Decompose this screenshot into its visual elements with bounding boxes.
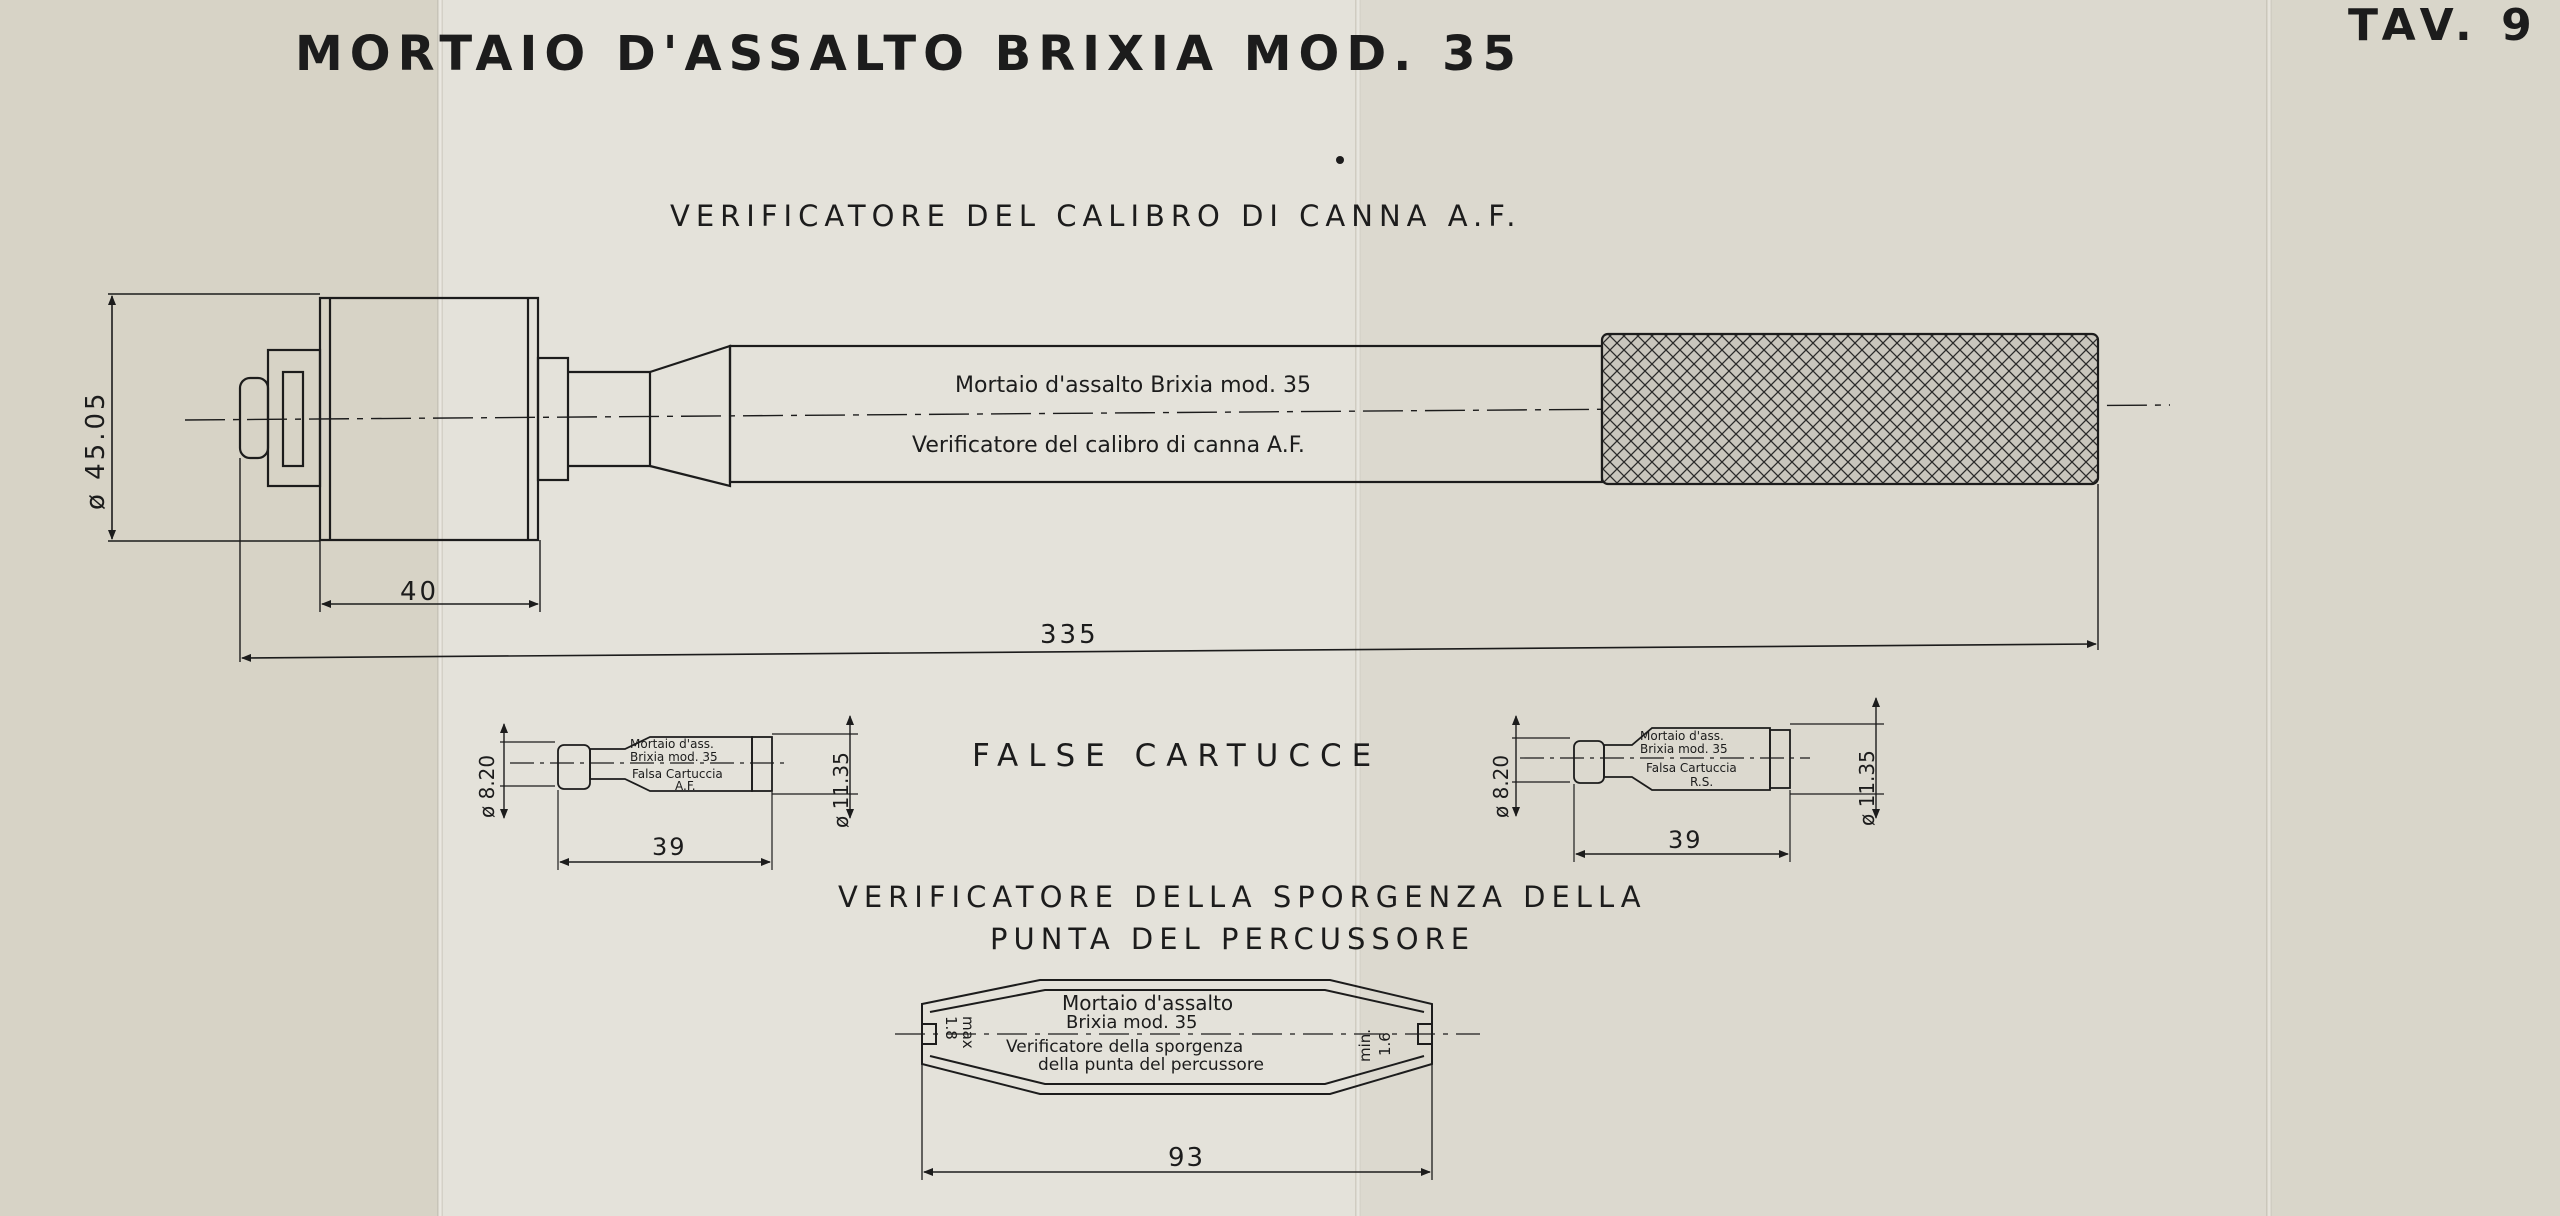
right-cartridge-engraving-line4: R.S. [1690, 775, 1713, 789]
barrel-gauge-engraving-line1: Mortaio d'assalto Brixia mod. 35 [955, 373, 1311, 398]
barrel-gauge-engraving-line2: Verificatore del calibro di canna A.F. [912, 433, 1305, 458]
left-cartridge-length: 39 [652, 833, 687, 861]
firing-pin-engraving-line3: Verificatore della sporgenza [1006, 1037, 1243, 1057]
firing-pin-engraving-line2: Brixia mod. 35 [1066, 1012, 1197, 1033]
paper-fold [2266, 0, 2272, 1216]
min-value: 1.6 [1376, 1032, 1394, 1056]
right-cartridge-engraving-line3: Falsa Cartuccia [1646, 761, 1737, 775]
left-cartridge-engraving-line3: Falsa Cartuccia [632, 767, 723, 781]
firing-pin-engraving-line4: della punta del percussore [1038, 1055, 1264, 1075]
right-cartridge-engraving-line1: Mortaio d'ass. [1640, 729, 1724, 743]
paper-fold [1355, 0, 1361, 1216]
barrel-gauge-drawing [108, 293, 2171, 662]
gauge-neck [568, 370, 652, 468]
right-cartridge-length: 39 [1668, 826, 1703, 854]
barrel-gauge-caption: VERIFICATORE DEL CALIBRO DI CANNA A.F. [670, 199, 1522, 233]
paper-panel [440, 0, 1360, 1216]
ink-dot [1336, 156, 1344, 164]
gauge-slot [281, 370, 305, 468]
dummy-cartridge-right [1512, 697, 1884, 862]
firing-pin-gauge-caption-line2: PUNTA DEL PERCUSSORE [990, 922, 1476, 956]
dummy-cartridges-caption: FALSE CARTUCCE [972, 738, 1382, 774]
dummy-cartridge-left [500, 715, 858, 870]
gauge-end-knob [238, 376, 270, 460]
left-cartridge-engraving-line1: Mortaio d'ass. [630, 737, 714, 751]
gauge-collar [536, 356, 570, 482]
knurled-grip [1600, 332, 2100, 486]
paper-fold [437, 0, 443, 1216]
head-length-label: 40 [400, 577, 439, 607]
firing-pin-length-label: 93 [1168, 1143, 1205, 1173]
gauge-shaft [728, 344, 1604, 484]
min-label: min. [1356, 1029, 1374, 1062]
max-label: max [959, 1016, 977, 1049]
gauge-head-body [318, 296, 540, 542]
firing-pin-gauge-caption-line1: VERIFICATORE DELLA SPORGENZA DELLA [838, 880, 1647, 914]
left-cartridge-large-diameter: ø 11.35 [829, 752, 853, 828]
paper-panel [0, 0, 440, 1216]
right-cartridge-large-diameter: ø 11.35 [1855, 750, 1879, 826]
centerline [184, 404, 2171, 421]
paper-panel [1360, 0, 2270, 1216]
firing-pin-gauge-drawing [895, 979, 1480, 1180]
firing-pin-engraving-line1: Mortaio d'assalto [1062, 991, 1233, 1015]
left-cartridge-small-diameter: ø 8.20 [475, 755, 499, 818]
paper-panel [2270, 0, 2560, 1216]
barrel-diameter-label: ø 45.05 [81, 390, 111, 510]
right-cartridge-small-diameter: ø 8.20 [1489, 755, 1513, 818]
max-value: 1.8 [942, 1016, 960, 1040]
total-length-label: 335 [1040, 620, 1099, 650]
sheet-number: TAV. 9 [2348, 0, 2539, 51]
right-cartridge-engraving-line2: Brixia mod. 35 [1640, 742, 1728, 756]
left-cartridge-engraving-line2: Brixia mod. 35 [630, 750, 718, 764]
total-length-dimension-line [241, 640, 2097, 662]
drawing-title: MORTAIO D'ASSALTO BRIXIA MOD. 35 [295, 26, 1523, 82]
left-cartridge-engraving-line4: A.F. [675, 779, 696, 793]
